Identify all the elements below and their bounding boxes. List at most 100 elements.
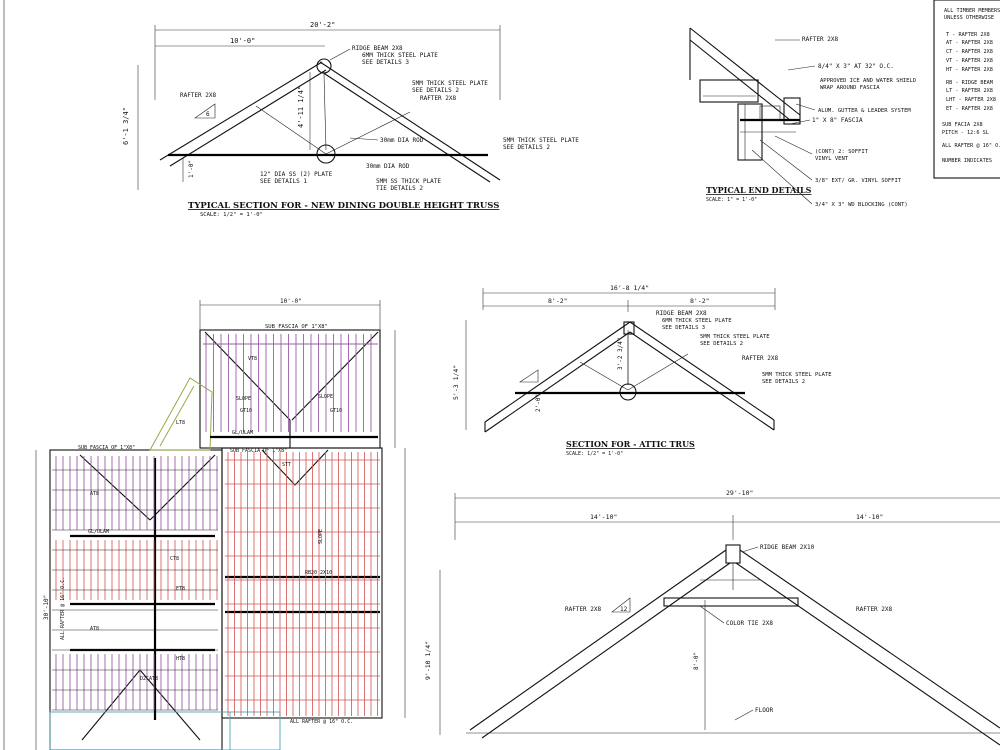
legend-line: LT - RAFTER 2X8 <box>946 88 993 94</box>
attic-note-plate5: 5MM THICK STEEL PLATE <box>700 334 770 340</box>
legend-line: UNLESS OTHERWISE <box>944 15 994 21</box>
attic-note-plate-r: 5MM THICK STEEL PLATE <box>762 372 832 378</box>
dining-note-rafter-l: RAFTER 2X8 <box>180 92 217 99</box>
attic-dim-left: 8'-2" <box>548 297 568 305</box>
legend-line: LHT - RAFTER 2X8 <box>946 97 996 103</box>
legend-line: CT - RAFTER 2X8 <box>946 49 993 55</box>
legend-line: RB - RIDGE BEAM <box>946 80 993 86</box>
plan-et8: ET8 <box>176 586 185 592</box>
dining-note-detail2: SEE DETAILS 2 <box>412 87 459 94</box>
legend-line: ET - RAFTER 2X8 <box>946 106 993 112</box>
dining-title: TYPICAL SECTION FOR - NEW DINING DOUBLE … <box>188 201 499 211</box>
legend-line: VT - RAFTER 2X8 <box>946 58 993 64</box>
plan-gt10-b: GT10 <box>330 408 342 414</box>
legend-line: NUMBER INDICATES <box>942 158 992 164</box>
dining-note-plate-r: 5MM THICK STEEL PLATE <box>503 137 579 144</box>
big-dim-height: 9'-10 1/4" <box>424 641 432 680</box>
end-note-fascia: 1" X 8" FASCIA <box>812 117 863 124</box>
legend-line: HT - RAFTER 2X8 <box>946 67 993 73</box>
attic-note-detail2b: SEE DETAILS 2 <box>762 379 805 385</box>
end-title: TYPICAL END DETAILS <box>706 185 812 195</box>
plan-at8-b: AT8 <box>90 626 99 632</box>
dining-dim-total: 20'-2" <box>310 21 335 29</box>
plan-slope-1: SLOPE <box>236 396 251 402</box>
attic-truss-section: 16'-8 1/4" 8'-2" 8'-2" 5'-3 1/4" 3'-2 3/… <box>452 284 776 433</box>
plan-ct8: CT8 <box>170 556 179 562</box>
dining-note-tie: TIE DETAILS 2 <box>376 185 423 192</box>
plan-label-fascia-left: SUB FASCIA OF 1"X8" <box>78 445 135 451</box>
plan-dim-left: 30'-10" <box>43 595 50 620</box>
big-note-rafter-l: RAFTER 2X8 <box>565 606 602 613</box>
plan-rafter-note-b: ALL RAFTER @ 16" O.C. <box>290 719 353 725</box>
dining-note-rod1: 30mm DIA ROD <box>380 137 424 144</box>
end-note-vinyl: 3/8" EXT/ GR. VINYL SOFFIT <box>815 178 902 184</box>
legend-line: PITCH - 12:6 SL <box>942 130 989 136</box>
legend-line: AT - RAFTER 2X8 <box>946 40 993 46</box>
main-roof-section: 29'-10" 14'-10" 14'-10" 9'-10 1/4" 8'-0"… <box>424 489 1000 746</box>
attic-note-detail3: SEE DETAILS 3 <box>662 325 705 331</box>
plan-rb: RB20 2X10 <box>305 570 332 576</box>
legend-line: SUB FACIA 2X8 <box>942 122 983 128</box>
attic-scale: SCALE: 1/2" = 1'-0" <box>566 451 623 457</box>
dining-truss-section: 20'-2" 10'-0" 6'-1 3/4" 4'-11 1/4" 1'-0"… <box>122 21 501 190</box>
end-note-gutter: ALUM. GUTTER & LEADER SYSTEM <box>818 108 911 114</box>
roof-framing-plan <box>35 300 406 750</box>
big-note-tie: COLOR TIE 2X8 <box>726 620 773 627</box>
end-note-blocking: 3/4" X 3" WD BLOCKING (CONT) <box>815 202 908 208</box>
dining-note-detail3: SEE DETAILS 3 <box>362 59 409 66</box>
dining-note-plate6: 6MM THICK STEEL PLATE <box>362 52 438 59</box>
plan-label-fascia-mid: SUB FASCIA OF 1"X8" <box>230 448 287 454</box>
attic-note-ridge: RIDGE BEAM 2X8 <box>656 310 707 317</box>
big-note-floor: FLOOR <box>755 707 773 714</box>
plan-stt: STT <box>282 462 291 468</box>
dining-note-detail1: SEE DETAILS 1 <box>260 178 307 185</box>
dining-dim-rise: 4'-11 1/4" <box>297 86 305 128</box>
dining-dim-heel: 1'-0" <box>188 160 195 178</box>
plan-rafter-note-a: ALL RAFTER @ 16" O.C. <box>60 577 66 640</box>
end-details-drawing <box>689 27 816 205</box>
dining-scale: SCALE: 1/2" = 1'-0" <box>200 212 263 218</box>
dining-note-rafter-r: RAFTER 2X8 <box>420 95 457 102</box>
big-dim-left: 14'-10" <box>590 513 617 521</box>
end-scale: SCALE: 1" = 1'-0" <box>706 197 757 203</box>
svg-text:6: 6 <box>206 111 210 118</box>
end-note-wrap: WRAP AROUND FASCIA <box>820 85 880 91</box>
plan-glulam-a: GL/ULAM <box>232 430 253 436</box>
legend-line: ALL TIMBER MEMBERS <box>944 8 1000 14</box>
end-note-shield: APPROVED ICE AND WATER SHIELD <box>820 78 916 84</box>
dining-dim-half: 10'-0" <box>230 37 255 45</box>
legend-box <box>933 0 1000 179</box>
big-dim-total: 29'-10" <box>726 489 753 497</box>
dining-note-rod2: 30mm DIA ROD <box>366 163 410 170</box>
end-note-soffit: (CONT) 2: SOFFIT <box>815 149 869 155</box>
dining-note-detail2b: SEE DETAILS 2 <box>503 144 550 151</box>
plan-dim-top: 10'-0" <box>280 298 302 305</box>
attic-dim-total: 16'-8 1/4" <box>610 284 649 292</box>
end-note-spacing: 8/4" X 3" AT 32" O.C. <box>818 63 894 70</box>
end-note-vent: VINYL VENT <box>815 156 849 162</box>
legend-line: T - RAFTER 2X8 <box>946 32 990 38</box>
plan-slope-2: SLOPE <box>318 394 333 400</box>
attic-dim-right: 8'-2" <box>690 297 710 305</box>
big-note-rafter-r: RAFTER 2X8 <box>856 606 893 613</box>
big-pitch: 12 <box>620 606 628 613</box>
attic-note-detail2: SEE DETAILS 2 <box>700 341 743 347</box>
dining-note-ridge: RIDGE BEAM 2X8 <box>352 45 403 52</box>
plan-label-fascia-top: SUB FASCIA OF 1"X8" <box>265 324 328 330</box>
plan-glulam-b: GL/ULAM <box>88 529 109 535</box>
plan-lt8: LT8 <box>176 420 185 426</box>
plan-ht8: HT8 <box>176 656 185 662</box>
dining-note-ssthick: 5MM SS THICK PLATE <box>376 178 441 185</box>
attic-title: SECTION FOR - ATTIC TRUS <box>566 439 695 449</box>
attic-dim-heel: 2'-0" <box>535 394 542 412</box>
plan-vt8: VT8 <box>248 356 257 362</box>
dining-note-plate5: 5MM THICK STEEL PLATE <box>412 80 488 87</box>
end-note-rafter: RAFTER 2X8 <box>802 36 839 43</box>
dining-note-ssplate: 12" DIA SS (2) PLATE <box>260 171 333 178</box>
plan-d2cat8: D2CAT8 <box>140 676 158 682</box>
attic-note-plate6: 6MM THICK STEEL PLATE <box>662 318 732 324</box>
dining-dim-height: 6'-1 3/4" <box>122 107 130 145</box>
